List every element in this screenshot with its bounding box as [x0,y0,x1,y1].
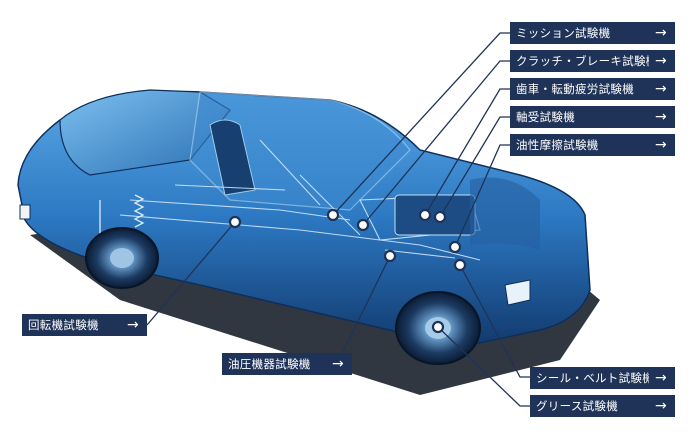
marker-dots [228,208,467,334]
marker-clutch [356,218,370,232]
arrow-right-icon: → [654,25,667,41]
arrow-right-icon: → [654,81,667,97]
label-bearing[interactable]: 軸受試験機 → [510,106,675,128]
label-rotary[interactable]: 回転機試験機 → [22,314,147,336]
marker-oil [448,240,462,254]
arrow-right-icon: → [654,137,667,153]
label-seal[interactable]: シール・ベルト試験機 → [530,367,675,389]
label-grease-text: グリース試験機 [536,399,619,413]
label-mission[interactable]: ミッション試験機 → [510,22,675,44]
arrow-right-icon: → [126,317,139,333]
label-hydraulic[interactable]: 油圧機器試験機 → [222,353,352,375]
label-seal-text: シール・ベルト試験機 [536,371,649,385]
arrow-right-icon: → [654,53,667,69]
marker-mission [326,208,340,222]
arrow-right-icon: → [654,398,667,414]
car-seat [209,119,256,196]
label-gear-text: 歯車・転動疲労試験機 [516,82,634,96]
arrow-right-icon: → [654,370,667,386]
label-rotary-text: 回転機試験機 [28,318,99,332]
label-hydraulic-text: 油圧機器試験機 [228,357,311,371]
label-oil[interactable]: 油性摩擦試験機 → [510,134,675,156]
label-grease[interactable]: グリース試験機 → [530,395,675,417]
marker-gear [418,208,432,222]
label-clutch[interactable]: クラッチ・ブレーキ試験機 → [510,50,675,72]
marker-grease [431,320,445,334]
marker-seal [453,258,467,272]
label-oil-text: 油性摩擦試験機 [516,138,599,152]
label-mission-text: ミッション試験機 [516,26,611,40]
marker-bearing [433,210,447,224]
tail-light [19,204,31,220]
marker-rotary [228,215,242,229]
arrow-right-icon: → [331,356,344,372]
marker-hydraulic [383,249,397,263]
label-clutch-text: クラッチ・ブレーキ試験機 [516,54,649,68]
label-gear[interactable]: 歯車・転動疲労試験機 → [510,78,675,100]
arrow-right-icon: → [654,109,667,125]
car-springs [99,194,145,235]
headlight [504,279,531,306]
label-bearing-text: 軸受試験機 [516,110,575,124]
